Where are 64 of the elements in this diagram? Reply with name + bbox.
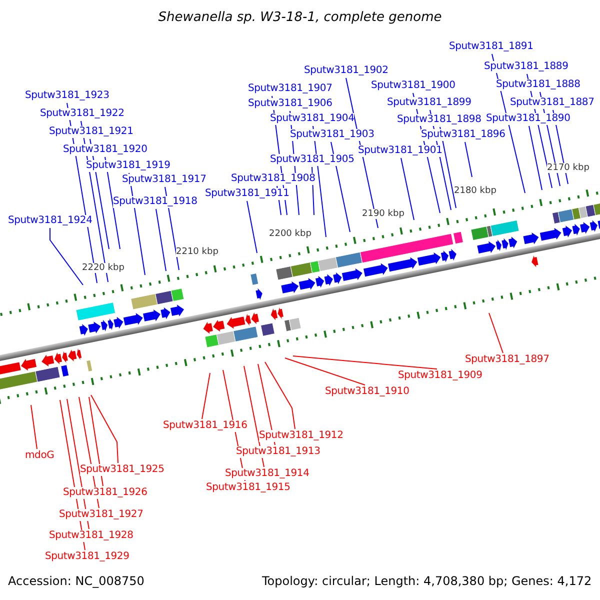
- gene-label: Sputw3181_1925: [80, 464, 164, 476]
- scale-label: 2190 kbp: [362, 209, 404, 219]
- footer-note: Topology: circular; Length: 4,708,380 bp; Genes: 4,172: [262, 574, 592, 588]
- gene-label: Sputw3181_1904: [270, 113, 354, 125]
- leader-line: [30, 404, 38, 450]
- gene-label: Sputw3181_1903: [290, 129, 374, 141]
- leader-line: [400, 158, 414, 220]
- gene-label: Sputw3181_1910: [325, 386, 410, 398]
- gene-label: Sputw3181_1920: [63, 144, 148, 156]
- leader-line: [330, 142, 350, 232]
- gene-label: Sputw3181_1927: [59, 509, 144, 521]
- gene-label: Sputw3181_1905: [270, 154, 354, 166]
- gene-label: Sputw3181_1921: [49, 126, 134, 138]
- gene-label: Sputw3181_1887: [510, 97, 594, 109]
- leader-line: [164, 186, 180, 270]
- gene-label: Sputw3181_1911: [205, 188, 290, 200]
- gene-label: Sputw3181_1898: [397, 114, 482, 126]
- leader-line: [50, 228, 84, 286]
- gene-label: Sputw3181_1907: [248, 83, 332, 95]
- gene-label: Sputw3181_1909: [398, 370, 482, 382]
- gene-label: Sputw3181_1890: [486, 113, 570, 125]
- leader-line: [528, 126, 542, 190]
- gene-label: Sputw3181_1897: [465, 354, 550, 366]
- scale-label: 2170 kbp: [547, 163, 590, 173]
- gene-label: Sputw3181_1928: [49, 530, 134, 542]
- scale-label: 2210 kbp: [176, 247, 218, 257]
- gene-label: Sputw3181_1912: [259, 430, 344, 442]
- leader-line: [464, 142, 472, 178]
- leader-line: [244, 366, 264, 468]
- leader-line: [104, 156, 120, 250]
- leader-line: [90, 394, 118, 464]
- leader-line: [488, 312, 504, 354]
- footer-note: Accession: NC_008750: [8, 574, 144, 588]
- gene-label: Sputw3181_1926: [63, 487, 148, 499]
- gene-label: Sputw3181_1923: [25, 90, 110, 102]
- gene-label: Sputw3181_1899: [387, 97, 472, 109]
- gene-label: Sputw3181_1929: [45, 551, 130, 563]
- gene-label: Sputw3181_1919: [86, 160, 170, 172]
- gene-label: Sputw3181_1917: [122, 174, 206, 186]
- gene-label: Sputw3181_1908: [231, 173, 316, 185]
- leader-line: [202, 372, 210, 420]
- scale-label: 2200 kbp: [269, 229, 312, 239]
- gene-label: Sputw3181_1896: [421, 129, 506, 141]
- gene-label: Sputw3181_1891: [449, 41, 534, 53]
- gene-label: Sputw3181_1889: [484, 61, 568, 73]
- scale-label: 2180 kbp: [454, 186, 496, 196]
- gene-label: Sputw3181_1922: [40, 108, 124, 120]
- gene-label: Sputw3181_1900: [371, 80, 456, 92]
- gene-label: Sputw3181_1901: [358, 145, 442, 157]
- gene-label: Sputw3181_1918: [113, 196, 198, 208]
- leader-line: [284, 358, 366, 386]
- leader-line: [292, 356, 438, 370]
- scale-label: 2220 kbp: [82, 263, 124, 273]
- gene-label: Sputw3181_1924: [8, 215, 92, 227]
- gene-label: Sputw3181_1916: [163, 420, 248, 432]
- gene-label: Sputw3181_1913: [236, 446, 320, 458]
- leader-line: [246, 200, 258, 254]
- gene-label: Sputw3181_1914: [225, 468, 310, 480]
- gene-label: Sputw3181_1902: [304, 65, 388, 77]
- leader-line: [156, 208, 166, 272]
- gene-label: Sputw3181_1888: [496, 79, 580, 91]
- gene-label: Sputw3181_1915: [206, 482, 290, 494]
- gene-label: Sputw3181_1906: [248, 98, 332, 110]
- leader-line: [264, 362, 296, 430]
